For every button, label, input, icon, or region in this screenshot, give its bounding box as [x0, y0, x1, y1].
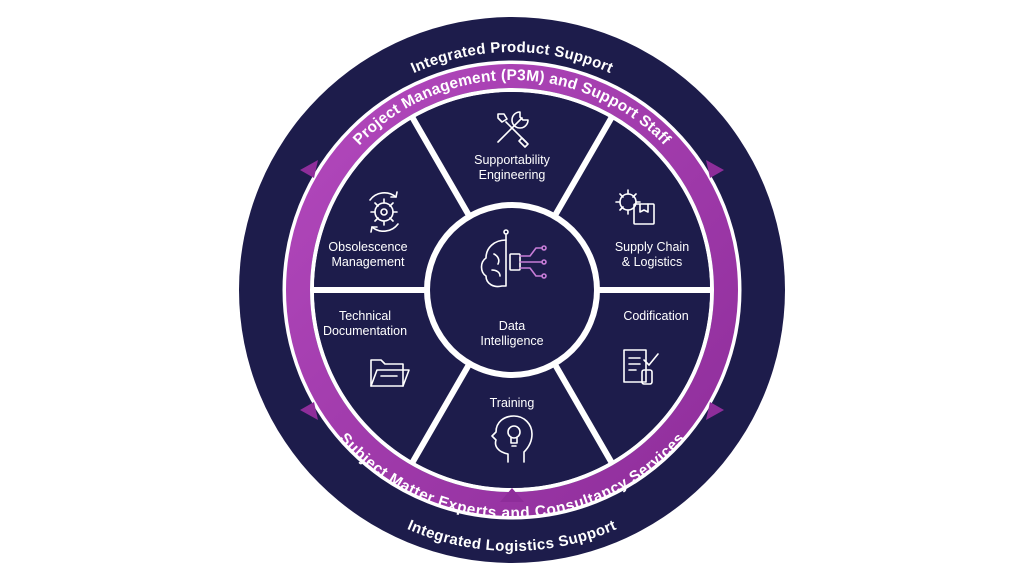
- segment-divider-4: [409, 362, 473, 465]
- tools-icon: [497, 111, 529, 148]
- checklist-document-icon: [623, 349, 659, 385]
- band-arrow-left-top: [300, 160, 318, 178]
- segment-training: Training: [490, 396, 535, 463]
- segment-label-line2: & Logistics: [622, 255, 682, 269]
- folder-icon: [370, 359, 410, 387]
- gear-cycle-icon: [369, 191, 399, 233]
- band-arrow-right-top: [706, 160, 724, 178]
- segment-codification: Codification: [623, 309, 689, 385]
- band-arrow-left-bottom: [300, 402, 318, 420]
- center-hub: [430, 208, 594, 372]
- segment-label-line1: Supportability: [474, 153, 550, 167]
- magenta-band: [286, 64, 738, 516]
- segment-obsolescence-management: Obsolescence Management: [328, 191, 408, 269]
- segment-label-line1: Training: [490, 396, 535, 410]
- segment-supportability-engineering: Supportability Engineering: [474, 111, 551, 182]
- band-arrows: [300, 160, 724, 502]
- segment-label-line1: Codification: [623, 309, 688, 323]
- segment-dividers: [312, 115, 712, 465]
- segment-technical-documentation: Technical Documentation: [323, 309, 410, 387]
- segment-label-line1: Technical: [339, 309, 391, 323]
- band-arrow-right-bottom: [706, 402, 724, 420]
- segment-label-line2: Management: [332, 255, 405, 269]
- band-arrow-bottom: [500, 488, 524, 502]
- gear-box-icon: [615, 189, 655, 225]
- segment-divider-3: [551, 362, 615, 465]
- segment-label-line1: Supply Chain: [615, 240, 689, 254]
- ai-brain-circuit-icon: [480, 229, 547, 288]
- center-label-line1: Data: [499, 319, 525, 333]
- segment-divider-6: [409, 115, 473, 218]
- segment-label-line2: Documentation: [323, 324, 407, 338]
- segment-label-line1: Obsolescence: [328, 240, 407, 254]
- segment-divider-1: [551, 115, 615, 218]
- segment-label-line2: Engineering: [479, 168, 546, 182]
- segment-supply-chain-logistics: Supply Chain & Logistics: [615, 189, 689, 269]
- head-lightbulb-icon: [491, 415, 533, 463]
- center-label-line2: Intelligence: [480, 334, 543, 348]
